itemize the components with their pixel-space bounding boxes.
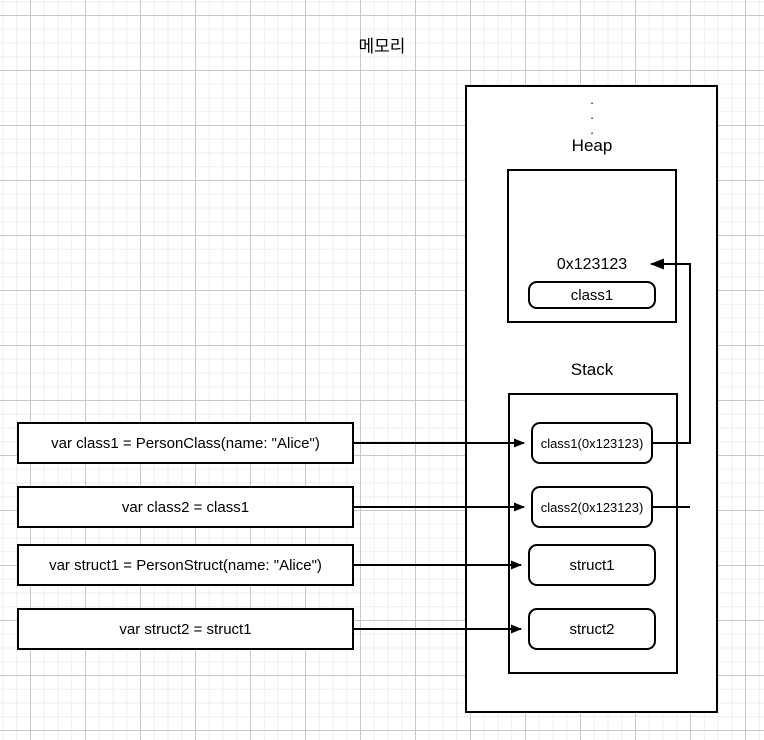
code-statement-struct1: var struct1 = PersonStruct(name: "Alice"… [17,544,354,586]
code-statement-class1: var class1 = PersonClass(name: "Alice") [17,422,354,464]
page-title-text: 메모리 [358,37,406,56]
stack-slot-class2: class2(0x123123) [531,486,653,528]
vertical-ellipsis-icon: . . . [466,92,718,137]
stack-slot-struct1: struct1 [528,544,656,586]
stack-label: Stack [570,360,614,379]
heap-address-label: 0x123123 [556,256,628,273]
code-statement-class2: var class2 = class1 [17,486,354,528]
ellipsis-dot-2: . [590,107,594,122]
ellipsis-dot-3: . [590,122,594,137]
page-title: 메모리 [0,38,764,55]
code-statement-struct2: var struct2 = struct1 [17,608,354,650]
stack-slot-class1: class1(0x123123) [531,422,653,464]
stack-slot-struct2: struct2 [528,608,656,650]
heap-object-class1: class1 [528,281,656,309]
ellipsis-dot-1: . [590,92,594,107]
heap-label: Heap [571,136,613,155]
